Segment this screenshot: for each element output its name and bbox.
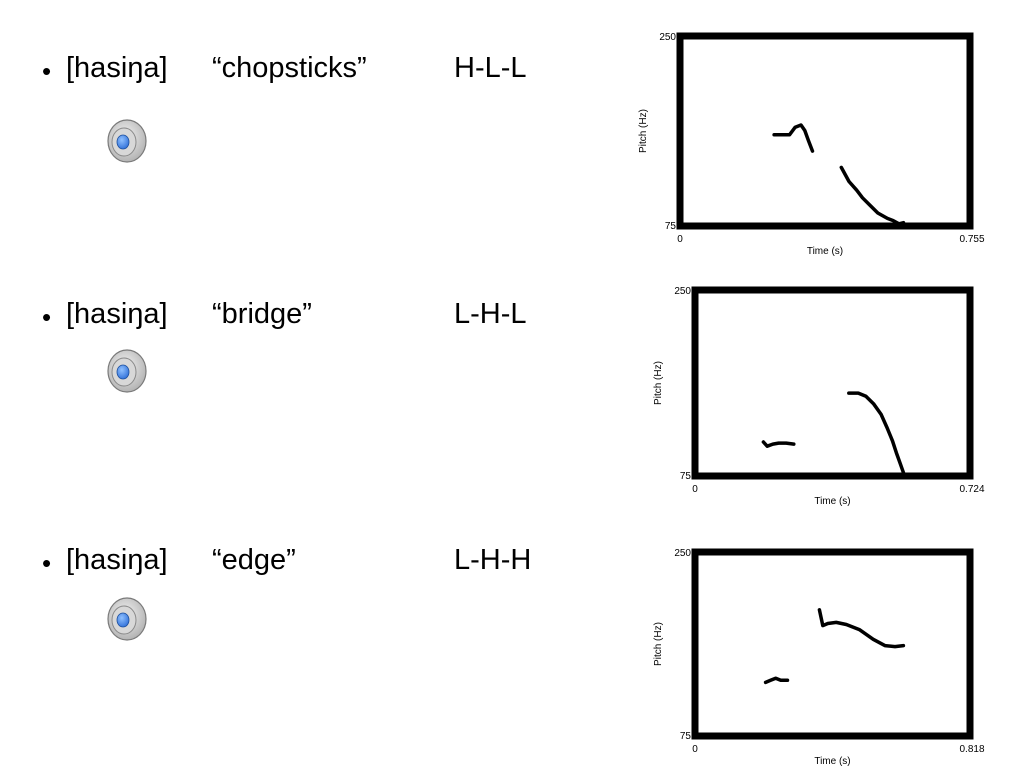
y-tick-max: 250 — [674, 548, 691, 559]
bullet: • — [42, 56, 52, 86]
x-tick-min: 0 — [692, 484, 698, 495]
word-gloss: “chopsticks” — [212, 52, 367, 84]
speaker-icon[interactable] — [102, 118, 148, 164]
pitch-contour-1 — [772, 123, 815, 153]
pitch-contour-2 — [817, 608, 906, 649]
x-tick-max: 0.755 — [959, 234, 984, 245]
word-gloss: “bridge” — [212, 298, 312, 330]
pitch-contour-2 — [839, 165, 906, 226]
x-axis-label: Time (s) — [814, 496, 850, 507]
x-tick-max: 0.724 — [959, 484, 984, 495]
y-axis-label: Pitch (Hz) — [653, 361, 664, 405]
x-tick-max: 0.818 — [959, 744, 984, 755]
word-gloss: “edge” — [212, 544, 296, 576]
bullet: • — [42, 548, 52, 578]
speaker-icon[interactable] — [102, 596, 148, 642]
ipa-transcription: [hasiŋa] — [66, 298, 168, 330]
x-axis-label: Time (s) — [807, 246, 843, 257]
x-tick-min: 0 — [692, 744, 698, 755]
ipa-transcription: [hasiŋa] — [66, 544, 168, 576]
ipa-transcription: [hasiŋa] — [66, 52, 168, 84]
y-tick-min: 75 — [680, 471, 692, 482]
y-tick-max: 250 — [659, 32, 676, 43]
bullet: • — [42, 302, 52, 332]
tone-pattern: L-H-L — [454, 298, 527, 330]
y-axis-label: Pitch (Hz) — [638, 109, 649, 153]
y-tick-min: 75 — [665, 221, 677, 232]
x-tick-min: 0 — [677, 234, 683, 245]
pitch-contour-1 — [763, 676, 790, 685]
plot-frame — [676, 32, 974, 230]
speaker-icon[interactable] — [102, 348, 148, 394]
y-tick-max: 250 — [674, 286, 691, 297]
plot-frame — [691, 286, 974, 480]
y-axis-label: Pitch (Hz) — [653, 622, 664, 666]
pitch-contour-2 — [847, 391, 906, 476]
plot-frame — [691, 548, 974, 740]
tone-pattern: L-H-H — [454, 544, 532, 576]
pitch-contour-1 — [761, 440, 796, 448]
tone-pattern: H-L-L — [454, 52, 527, 84]
y-tick-min: 75 — [680, 731, 692, 742]
x-axis-label: Time (s) — [814, 756, 850, 767]
